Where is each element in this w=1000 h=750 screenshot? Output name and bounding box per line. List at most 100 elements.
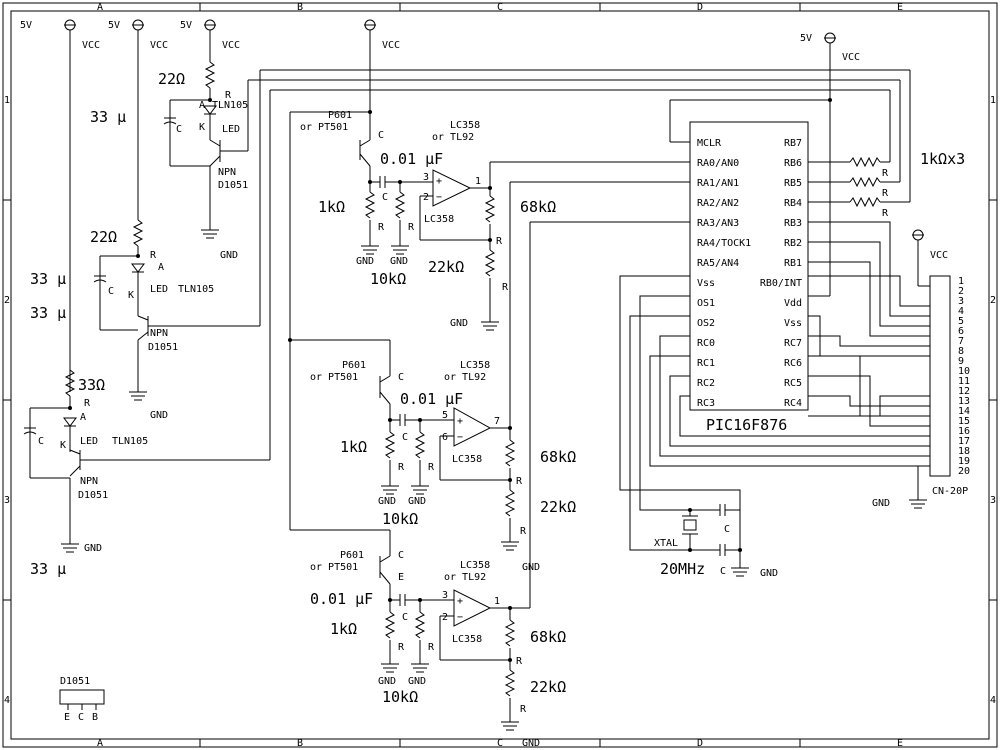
sensor-channel-2: P601 or PT501 C 0.01 μF C LC358 or TL92 … (288, 181, 690, 573)
sensor3-plus: + (457, 596, 463, 607)
sensor1-cap-value: 0.01 μF (380, 150, 443, 168)
power-5v-4: 5V (800, 33, 812, 44)
mcu-left-pin-label: RC3 (697, 398, 715, 409)
led3-led-label: LED (80, 436, 98, 447)
sensor2-c-letter: C (398, 372, 404, 383)
connector-pin-number: 15 (958, 416, 970, 427)
connector-pin-number: 1 (958, 276, 964, 287)
led3-cap-value: 33 μ (30, 560, 66, 578)
led1-cap-value: 33 μ (90, 108, 126, 126)
led3-name: TLN105 (112, 436, 148, 447)
sensor3-r-ground: 22kΩ (530, 678, 566, 696)
mcu-name: PIC16F876 (706, 416, 787, 434)
mcu-right-pin-label: RC7 (784, 338, 802, 349)
frame-col-e-bottom: E (897, 738, 903, 749)
led3-r-letter: R (84, 398, 91, 409)
led1-anode-letter: A (199, 100, 205, 111)
led3-cap-letter: C (38, 436, 44, 447)
led2-resistor-value: 22Ω (90, 228, 117, 246)
mcu-right-pin-label: RC5 (784, 378, 802, 389)
sensor3-c-letter: C (398, 550, 404, 561)
led3-anode-letter: A (80, 412, 86, 423)
sensor1-gnd-2: GND (390, 256, 408, 267)
connector-name: CN-20P (932, 486, 968, 497)
led1-led-label: LED (222, 124, 240, 135)
sensor2-opamp-label: LC358 (452, 454, 482, 465)
led-driver-3: 33Ω R A K LED TLN105 C 33 μ NPN D1051 GN… (23, 89, 890, 578)
sensor2-r-emitter: 1kΩ (340, 438, 367, 456)
sensor1-r-letter-4: R (502, 282, 509, 293)
mcu-right-pin-label: RB6 (784, 158, 802, 169)
mcu-left-pin-label: OS1 (697, 298, 715, 309)
sensor2-transistor-alt: or PT501 (310, 372, 358, 383)
led1-npn-part: D1051 (218, 180, 248, 191)
sensor2-plus: + (457, 416, 463, 427)
connector-pin-number: 3 (958, 296, 964, 307)
power-5v-3: 5V (180, 20, 192, 31)
sensor2-gnd-1: GND (378, 496, 396, 507)
sensor1-transistor-name: P601 (328, 110, 352, 121)
sensor3-r-bias: 10kΩ (382, 688, 418, 706)
sensor3-transistor-alt: or PT501 (310, 562, 358, 573)
connector-gnd: GND (872, 498, 890, 509)
led3-npn: NPN (80, 476, 98, 487)
mcu-right-pin-label: RB2 (784, 238, 802, 249)
mcu-left-pin-label: Vss (697, 278, 715, 289)
sensor3-cap-letter: C (402, 612, 408, 623)
sensor2-r-bias: 10kΩ (382, 510, 418, 528)
connector-pin-number: 4 (958, 306, 964, 317)
sensor3-pin1: 1 (494, 596, 500, 607)
frame-col-c-bottom: C (497, 738, 503, 749)
frame-row-1-right: 1 (990, 95, 996, 106)
frame-row-4-right: 4 (990, 695, 996, 706)
connector-pin-number: 6 (958, 326, 964, 337)
sensor1-c-letter: C (378, 130, 384, 141)
led2-r-letter: R (150, 250, 157, 261)
mcu-pin-labels: MCLRRA0/AN0RA1/AN1RA2/AN2RA3/AN3RA4/TOCK… (697, 138, 802, 409)
sensor3-pin3: 3 (442, 590, 448, 601)
sensor3-gnd-3: GND (522, 738, 540, 749)
sensor2-r-letter-1: R (398, 462, 405, 473)
connector-pin-number: 18 (958, 446, 970, 457)
led1-cap-letter: C (176, 124, 182, 135)
pullup-r-letter-3: R (882, 208, 889, 219)
led2-cathode-letter: K (128, 290, 134, 301)
led2-anode-letter: A (158, 262, 164, 273)
sensor2-transistor-name: P601 (342, 360, 366, 371)
led2-gnd: GND (150, 410, 168, 421)
sensor1-opamp-alt: or TL92 (432, 132, 474, 143)
mcu-left-pin-label: RA0/AN0 (697, 158, 739, 169)
pic16f876-chip: PIC16F876 (689, 121, 809, 434)
footprint-part: D1051 (60, 676, 90, 687)
frame-col-d-top: D (697, 2, 703, 13)
mcu-right-pin-label: RC6 (784, 358, 802, 369)
sensor1-r-letter-2: R (408, 222, 415, 233)
led2-led-label: LED (150, 284, 168, 295)
sensor2-opamp-alt: or TL92 (444, 372, 486, 383)
frame-col-e-top: E (897, 2, 903, 13)
led1-name: TLN105 (212, 100, 248, 111)
sensor3-gnd-1: GND (378, 676, 396, 687)
footprint-pin-c: C (78, 712, 84, 723)
power-symbols: 5V VCC 5V VCC 5V VCC VCC 5V VCC VCC (20, 19, 948, 392)
mcu-wiring: 1kΩx3 R R R (619, 70, 965, 551)
sensor1-gnd-1: GND (356, 256, 374, 267)
mcu-left-pin-label: RA3/AN3 (697, 218, 739, 229)
connector-pin-number: 16 (958, 426, 970, 437)
sensor3-r-emitter: 1kΩ (330, 620, 357, 638)
connector-pin-number: 14 (958, 406, 970, 417)
mcu-left-pin-label: RA5/AN4 (697, 258, 739, 269)
osc-cap-letter-1: C (724, 524, 730, 535)
sensor3-opamp-name: LC358 (460, 560, 490, 571)
power-5v-1: 5V (20, 20, 32, 31)
frame-col-b-top: B (297, 2, 303, 13)
sensor1-minus: − (436, 192, 442, 203)
power-vcc-1: VCC (82, 40, 100, 51)
connector-pin-number: 19 (958, 456, 970, 467)
frame-row-2-right: 2 (990, 295, 996, 306)
oscillator-circuit: XTAL 20MHz C C GND (654, 504, 778, 579)
led-driver-2: 22Ω R A K LED TLN105 C 33 μ NPN D1051 GN… (30, 69, 910, 421)
connector-pin-number: 13 (958, 396, 970, 407)
frame-row-4-left: 4 (4, 695, 10, 706)
